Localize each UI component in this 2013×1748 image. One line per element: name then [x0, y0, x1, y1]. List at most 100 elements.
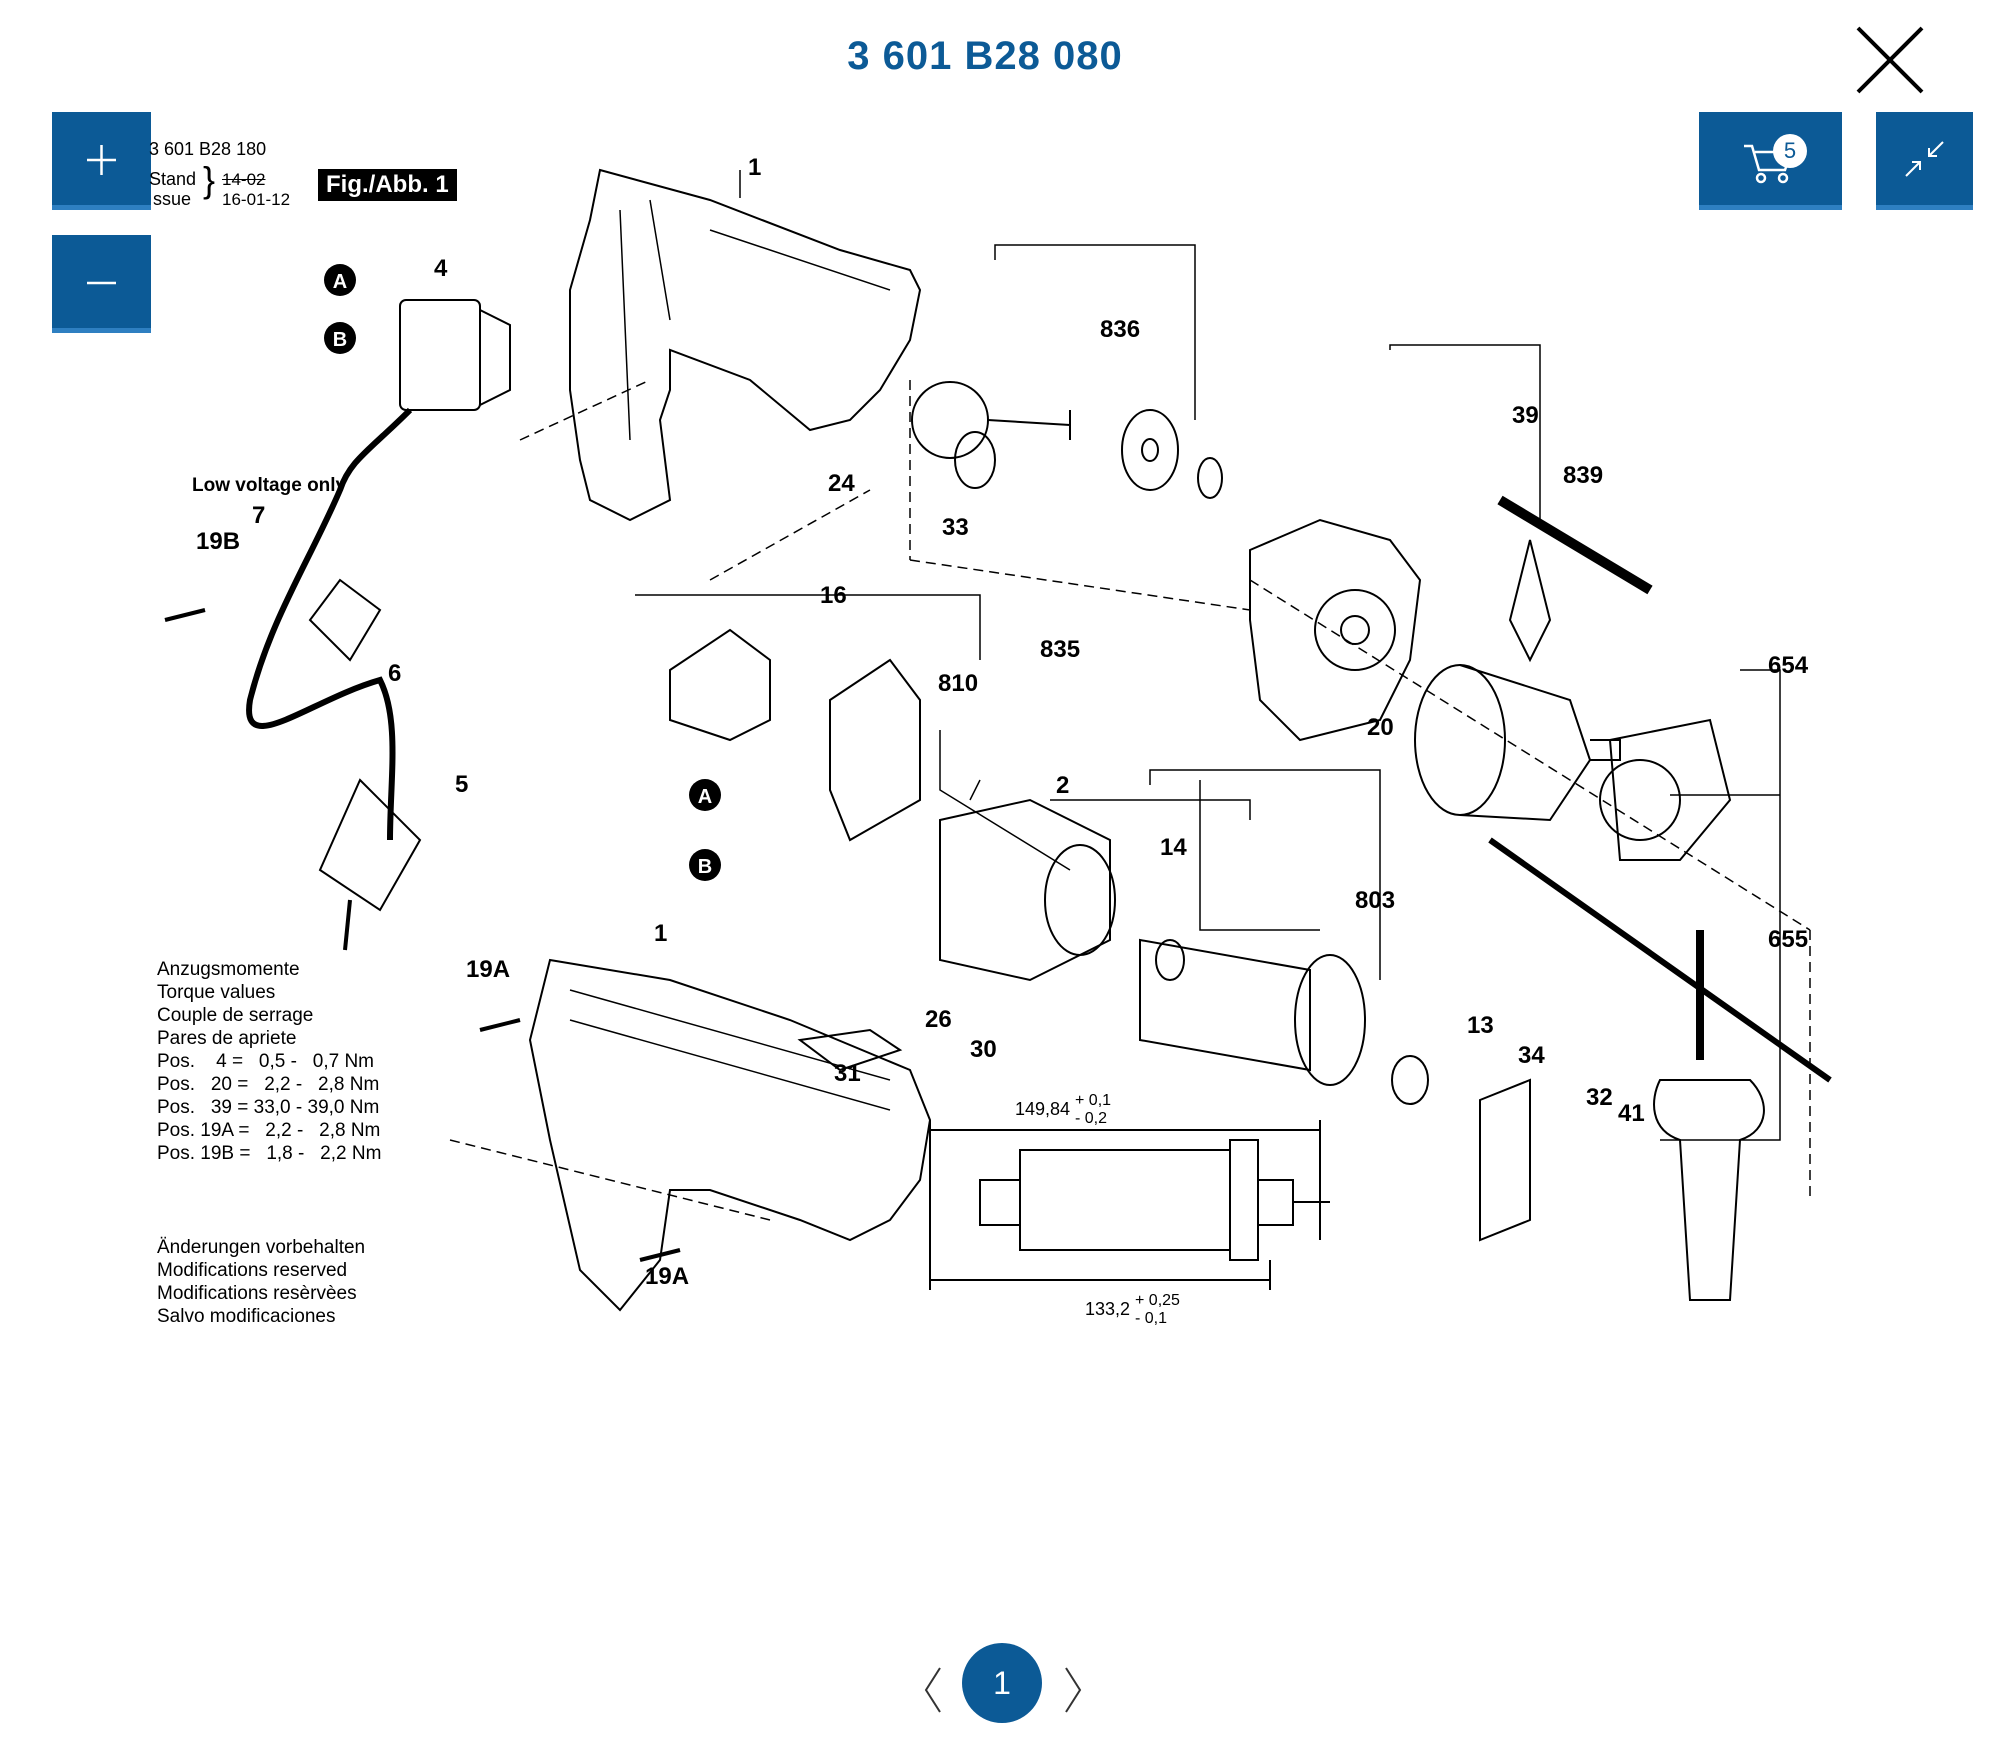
part-label[interactable]: 4 — [434, 255, 448, 282]
changes-note-en: Modifications reserved — [157, 1260, 348, 1281]
exit-fullscreen-button[interactable] — [1876, 112, 1973, 210]
dim-top-tol-minus: - 0,2 — [1075, 1110, 1107, 1127]
torque-title-es: Pares de apriete — [157, 1028, 297, 1049]
torque-title-en: Torque values — [157, 982, 276, 1003]
brush-plate — [669, 628, 771, 742]
part-label[interactable]: 839 — [1563, 462, 1604, 489]
changes-note: Änderungen vorbehalten Modifications res… — [157, 1236, 365, 1328]
chuck-part — [1414, 664, 1506, 816]
plus-icon — [87, 145, 116, 175]
part-label[interactable]: 34 — [1518, 1042, 1545, 1069]
depth-stop — [1488, 837, 1832, 1083]
brace: } — [203, 159, 216, 200]
parts-drawing: A B A B 149,84 + 0,1 - 0,2 133,2 + 0,25 … — [164, 168, 1832, 1327]
part-label[interactable]: 31 — [834, 1060, 861, 1087]
cart-button[interactable]: 5 — [1699, 112, 1842, 210]
torque-title-de: Anzugsmomente — [157, 959, 300, 980]
part-label[interactable]: 32 — [1586, 1084, 1613, 1111]
part-label[interactable]: 836 — [1100, 316, 1141, 343]
dim-bottom-tol-plus: + 0,25 — [1135, 1292, 1180, 1309]
changes-note-de: Änderungen vorbehalten — [157, 1237, 366, 1258]
part-label[interactable]: 19B — [196, 528, 241, 555]
zoom-out-button[interactable] — [52, 235, 151, 333]
callout-B-top: B — [324, 322, 356, 354]
low-voltage-note: Low voltage only — [192, 475, 347, 496]
minus-icon — [87, 281, 116, 285]
part-label[interactable]: 835 — [1040, 636, 1081, 663]
svg-text:B: B — [333, 329, 347, 351]
part-label[interactable]: 26 — [925, 1006, 952, 1033]
callout-A-top: A — [324, 264, 356, 296]
collapse-icon — [1905, 141, 1944, 177]
part-label[interactable]: 803 — [1355, 887, 1396, 914]
dim-top-value: 149,84 — [1015, 1099, 1070, 1119]
armature-part — [1139, 938, 1311, 1072]
part-label[interactable]: 20 — [1367, 714, 1394, 741]
drawing-stand-label: Stand — [149, 169, 197, 189]
switch-part — [399, 299, 481, 411]
zoom-in-button[interactable] — [52, 112, 151, 210]
fig-label: Fig./Abb. 1 — [318, 169, 457, 201]
gear-housing — [1249, 518, 1422, 742]
torque-row: Pos. 4 = 0,5 - 0,7 Nm — [157, 1051, 375, 1072]
housing-bottom-part — [528, 958, 932, 1312]
drawing-issue-label: ssue — [153, 189, 192, 209]
bearing-33 — [954, 431, 996, 489]
part-label[interactable]: 1 — [748, 154, 762, 181]
torque-row: Pos. 39 = 33,0 - 39,0 Nm — [157, 1097, 380, 1118]
aux-handle-grip — [1653, 1079, 1765, 1301]
drawing-new-date: 16-01-12 — [222, 190, 291, 209]
part-label[interactable]: 13 — [1467, 1012, 1494, 1039]
drawing-number: 3 601 B28 180 — [149, 139, 267, 159]
power-cord — [246, 407, 413, 841]
part-label[interactable]: 810 — [938, 670, 979, 697]
part-label[interactable]: 654 — [1768, 652, 1809, 679]
part-label[interactable]: 24 — [828, 470, 855, 497]
svg-text:A: A — [333, 271, 347, 293]
page-title: 3 601 B28 080 — [847, 34, 1123, 78]
part-label[interactable]: 2 — [1056, 772, 1070, 799]
changes-note-es: Salvo modificaciones — [157, 1306, 336, 1327]
housing-top-part — [569, 168, 922, 522]
plug-part — [318, 778, 422, 912]
page-number-button[interactable]: 1 — [962, 1643, 1042, 1723]
part-label[interactable]: 19A — [466, 956, 511, 983]
stator-part — [939, 798, 1111, 982]
switch-button-31 — [797, 1028, 903, 1072]
part-label[interactable]: 41 — [1618, 1100, 1645, 1127]
changes-note-fr: Modifications resèrvèes — [157, 1283, 357, 1304]
chevron-left-icon[interactable] — [918, 1660, 948, 1720]
exploded-parts-diagram[interactable]: A B A B 149,84 + 0,1 - 0,2 133,2 + 0,25 … — [150, 140, 1870, 1340]
torque-table: Anzugsmomente Torque values Couple de se… — [157, 958, 381, 1165]
svg-text:B: B — [698, 856, 712, 878]
callout-B-mid: B — [689, 849, 721, 881]
drawing-old-date: 14-02 — [222, 170, 266, 189]
part-label[interactable]: 7 — [252, 502, 266, 529]
part-label[interactable]: 655 — [1768, 926, 1809, 953]
part-label[interactable]: 33 — [942, 514, 969, 541]
bearing-plate — [1479, 1078, 1531, 1242]
part-label[interactable]: 19A — [645, 1263, 690, 1290]
part-label[interactable]: 30 — [970, 1036, 997, 1063]
torque-title-fr: Couple de serrage — [157, 1005, 314, 1026]
dim-bottom-value: 133,2 — [1085, 1299, 1130, 1319]
torque-row: Pos. 19A = 2,2 - 2,8 Nm — [157, 1120, 381, 1141]
svg-text:A: A — [698, 786, 712, 808]
dim-top-tol-plus: + 0,1 — [1075, 1092, 1111, 1109]
part-label[interactable]: 1 — [654, 920, 668, 947]
part-label[interactable]: 16 — [820, 582, 847, 609]
part-label[interactable]: 14 — [1160, 834, 1187, 861]
aux-handle-clamp — [1608, 718, 1732, 861]
part-label[interactable]: 39 — [1512, 402, 1539, 429]
brush-holder — [829, 658, 921, 842]
chevron-right-icon[interactable] — [1058, 1660, 1088, 1720]
armature-dimension-drawing — [1019, 1149, 1231, 1251]
torque-row: Pos. 20 = 2,2 - 2,8 Nm — [157, 1074, 380, 1095]
callout-A-mid: A — [689, 779, 721, 811]
dim-bottom-tol-minus: - 0,1 — [1135, 1310, 1167, 1327]
torque-row: Pos. 19B = 1,8 - 2,2 Nm — [157, 1143, 382, 1164]
close-icon[interactable] — [1852, 22, 1928, 98]
part-label[interactable]: 6 — [388, 660, 402, 687]
part-label[interactable]: 5 — [455, 771, 469, 798]
cart-count-badge: 5 — [1773, 134, 1807, 168]
